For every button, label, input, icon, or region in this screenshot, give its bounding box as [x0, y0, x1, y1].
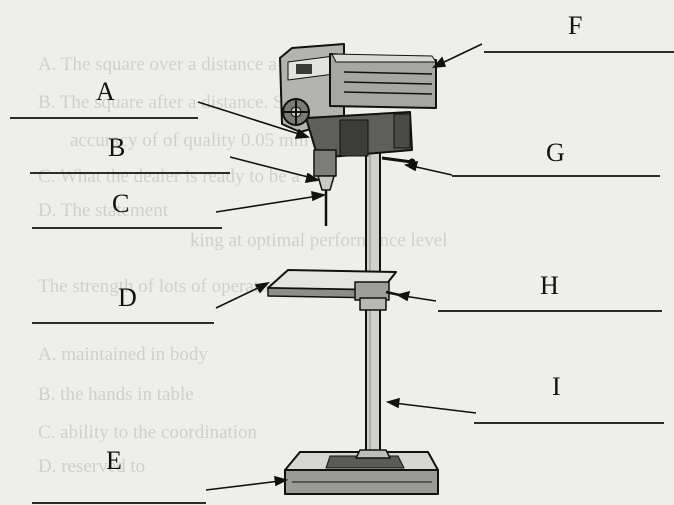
head-illustration	[279, 43, 437, 226]
ghost-line-4: C. What the dealer is ready to be a sure	[38, 166, 336, 187]
label-F: F	[568, 11, 582, 40]
arrow-A	[197, 101, 311, 139]
arrow-D	[215, 281, 271, 309]
label-G: G	[546, 138, 565, 167]
label-E: E	[106, 446, 122, 475]
label-B: B	[108, 133, 125, 162]
part-labels: A B C D E F G H I	[96, 11, 582, 475]
label-C: C	[112, 189, 129, 218]
table-illustration	[267, 269, 405, 311]
label-A: A	[96, 77, 115, 106]
answer-lines	[10, 51, 674, 504]
ghost-line-5: D. The statement	[38, 200, 169, 221]
arrow-C	[215, 190, 327, 213]
label-D: D	[118, 283, 137, 312]
arrow-E	[205, 475, 289, 491]
arrow-G	[403, 160, 453, 176]
label-H: H	[540, 271, 559, 300]
arrow-H	[395, 290, 437, 302]
drill-press-illustration	[267, 43, 439, 495]
arrow-I	[385, 397, 477, 414]
ghost-line-6: king at optimal performance level	[190, 230, 447, 251]
base-illustration	[284, 451, 439, 495]
arrow-F	[432, 43, 483, 68]
arrow-B	[229, 156, 321, 183]
ghost-line-9: B. the hands in table	[38, 384, 194, 405]
ghost-line-11: D. reserved to	[38, 456, 145, 477]
leader-arrows	[197, 43, 483, 491]
ghost-line-8: A. maintained in body	[38, 344, 208, 365]
ghost-line-10: C. ability to the coordination	[38, 422, 257, 443]
bleed-through-text: A. The square over a distance a accuracy…	[38, 54, 447, 477]
label-I: I	[552, 372, 561, 401]
